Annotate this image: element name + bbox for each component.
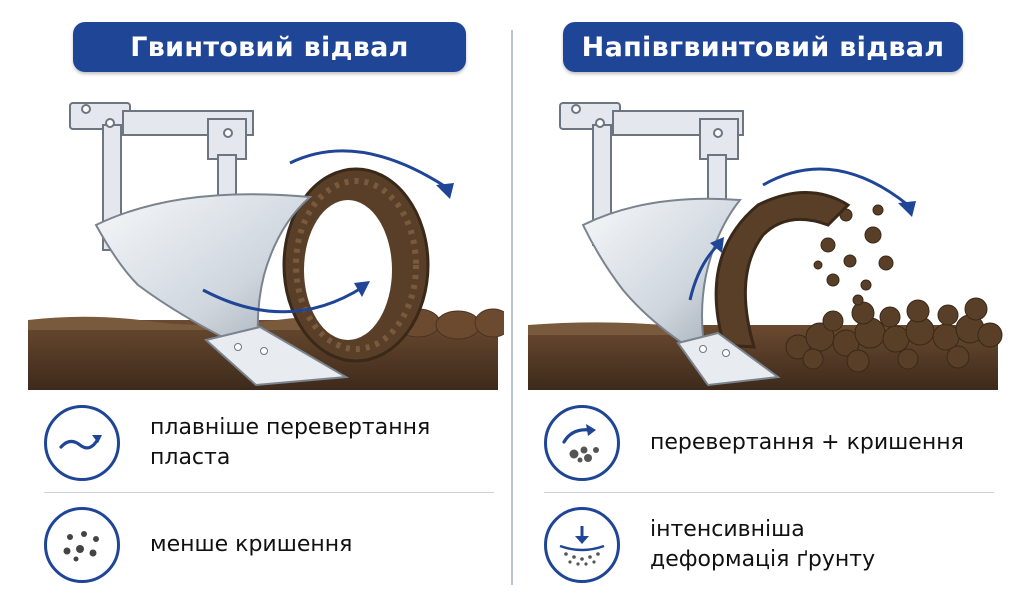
feature-separator: [44, 492, 494, 493]
feature-row: інтенсивніша деформація ґрунту: [520, 500, 990, 590]
lift-arrowhead: [710, 237, 724, 253]
bolt: [722, 349, 730, 357]
feature-text: інтенсивніша деформація ґрунту: [650, 517, 876, 572]
crumbled-soil-pile: [785, 297, 1003, 373]
top-turn-arrowhead: [436, 183, 454, 199]
top-turn-arrow: [762, 167, 909, 207]
plowshare: [203, 325, 350, 387]
feature-separator: [544, 492, 994, 493]
ground-furrow-top: [528, 322, 688, 335]
semi-screw-moldboard-title: Напівгвинтовий відвал: [563, 22, 963, 72]
falling-crumbs: [813, 204, 894, 306]
center-divider: [511, 30, 513, 585]
top-turn-arrow: [289, 149, 447, 189]
soil-deformation-icon: [544, 507, 620, 583]
feature-row: перевертання + кришення: [520, 398, 990, 488]
soil-slice: [714, 191, 851, 349]
top-turn-arrowhead: [898, 201, 916, 217]
moldboard-blade: [94, 193, 313, 363]
semi-screw-moldboard-illustration: [528, 102, 1003, 390]
feature-row: плавніше перевертання пласта: [20, 398, 490, 488]
lift-arrow: [688, 243, 720, 301]
moldboard-blade: [581, 197, 742, 359]
feature-text: перевертання + кришення: [650, 430, 964, 455]
screw-moldboard-panel: Гвинтовий відвал: [20, 0, 510, 598]
flow-arrowhead: [354, 281, 370, 297]
screw-moldboard-illustration: [28, 102, 504, 390]
feature-text: плавніше перевертання пласта: [150, 415, 431, 470]
curved-arrow-crumbs-icon: [544, 405, 620, 481]
bolt: [260, 347, 268, 355]
smooth-arrow-icon: [44, 405, 120, 481]
screw-moldboard-title: Гвинтовий відвал: [73, 22, 466, 72]
bolt: [234, 343, 242, 351]
feature-row: менше кришення: [20, 500, 490, 590]
scattered-dots-icon: [44, 507, 120, 583]
semi-screw-moldboard-panel: Напівгвинтовий відвал: [520, 0, 1010, 598]
bolt: [699, 345, 707, 353]
feature-text: менше кришення: [150, 532, 353, 557]
flow-arrow: [202, 285, 364, 314]
